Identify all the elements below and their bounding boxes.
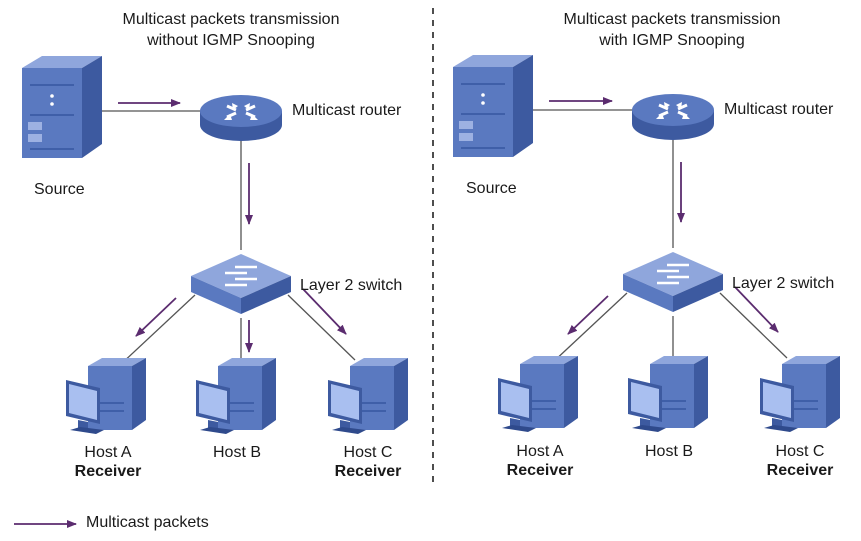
left-title-line1: Multicast packets transmission [122, 11, 340, 28]
right-panel-title: Multicast packets transmission with IGMP… [507, 9, 837, 51]
right-host-a-label: Host A Receiver [480, 442, 600, 480]
right-router-label: Multicast router [724, 101, 834, 118]
left-host-a-role: Receiver [74, 463, 142, 480]
right-host-c-label: Host C Receiver [740, 442, 860, 480]
left-switch-label: Layer 2 switch [300, 277, 403, 294]
left-multicast-router-icon [200, 95, 282, 141]
right-host-b-name: Host B [644, 443, 693, 460]
left-host-c-label: Host C Receiver [308, 443, 428, 481]
left-host-a-label: Host A Receiver [48, 443, 168, 481]
right-title-line2: with IGMP Snooping [599, 32, 745, 49]
right-arrow-to-host-c [734, 286, 779, 333]
left-host-c-computer-icon [328, 358, 408, 434]
right-host-b-label: Host B [609, 442, 729, 461]
right-host-c-computer-icon [760, 356, 840, 432]
right-host-b-computer-icon [628, 356, 708, 432]
left-arrow-to-host-a [135, 297, 177, 337]
left-host-c-name: Host C [343, 444, 393, 461]
left-title-line2: without IGMP Snooping [147, 32, 315, 49]
right-switch-hosta-link [551, 292, 628, 364]
right-arrow-to-host-a [567, 295, 609, 335]
legend-label: Multicast packets [86, 514, 209, 531]
right-source-server-icon [453, 55, 533, 157]
left-switch-hosta-link [119, 294, 196, 366]
right-host-c-name: Host C [775, 443, 825, 460]
right-host-a-role: Receiver [506, 462, 574, 479]
left-router-label: Multicast router [292, 102, 402, 119]
left-host-b-computer-icon [196, 358, 276, 434]
left-host-a-computer-icon [66, 358, 146, 434]
left-host-b-name: Host B [212, 444, 261, 461]
right-multicast-router-icon [632, 94, 714, 140]
left-host-b-label: Host B [177, 443, 297, 462]
right-title-line1: Multicast packets transmission [563, 11, 781, 28]
left-arrow-to-host-c [302, 288, 347, 335]
right-switch-hostc-link [719, 292, 788, 359]
left-host-c-role: Receiver [334, 463, 402, 480]
left-source-server-icon [22, 56, 102, 158]
left-layer2-switch-icon [191, 254, 291, 314]
right-switch-label: Layer 2 switch [732, 275, 835, 292]
right-source-label: Source [466, 180, 517, 197]
right-layer2-switch-icon [623, 252, 723, 312]
left-host-a-name: Host A [84, 444, 132, 461]
right-host-a-computer-icon [498, 356, 578, 432]
left-panel-title: Multicast packets transmission without I… [66, 9, 396, 51]
left-source-label: Source [34, 181, 85, 198]
right-host-c-role: Receiver [766, 462, 834, 479]
right-host-a-name: Host A [516, 443, 564, 460]
left-switch-hostc-link [287, 294, 356, 361]
